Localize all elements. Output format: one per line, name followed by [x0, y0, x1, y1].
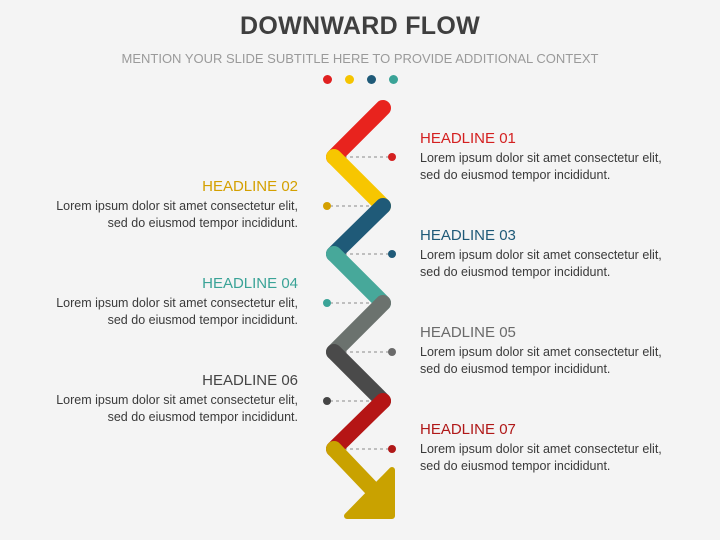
- connector-dot-6: [323, 397, 331, 405]
- step-1: HEADLINE 01 Lorem ipsum dolor sit amet c…: [420, 130, 680, 184]
- zigzag-segment-3: [326, 198, 391, 262]
- connector-lines: [323, 153, 396, 453]
- step-3-text: Lorem ipsum dolor sit amet consectetur e…: [420, 248, 662, 279]
- palette-dots: [323, 75, 403, 85]
- step-6: HEADLINE 06 Lorem ipsum dolor sit amet c…: [38, 372, 298, 426]
- palette-dot-1: [323, 75, 332, 84]
- connector-dot-2: [323, 202, 331, 210]
- slide-subtitle: MENTION YOUR SLIDE SUBTITLE HERE TO PROV…: [121, 51, 599, 66]
- step-1-headline: HEADLINE 01: [420, 130, 516, 147]
- step-5-headline: HEADLINE 05: [420, 324, 516, 341]
- connector-dot-7: [388, 445, 396, 453]
- slide-title: DOWNWARD FLOW: [240, 12, 480, 40]
- step-4-headline: HEADLINE 04: [202, 275, 298, 292]
- down-arrow: [326, 441, 395, 519]
- palette-dot-3: [367, 75, 376, 84]
- step-4: HEADLINE 04 Lorem ipsum dolor sit amet c…: [38, 275, 298, 329]
- step-5: HEADLINE 05 Lorem ipsum dolor sit amet c…: [420, 324, 680, 378]
- step-3-headline: HEADLINE 03: [420, 227, 516, 244]
- zigzag-segment-2: [326, 149, 391, 214]
- arrow-shaft: [326, 441, 383, 500]
- connector-dot-4: [323, 299, 331, 307]
- step-6-text: Lorem ipsum dolor sit amet consectetur e…: [56, 393, 298, 424]
- step-2: HEADLINE 02 Lorem ipsum dolor sit amet c…: [38, 178, 298, 232]
- step-1-text: Lorem ipsum dolor sit amet consectetur e…: [420, 151, 662, 182]
- zigzag-segments: [326, 100, 391, 457]
- connector-dot-5: [388, 348, 396, 356]
- step-2-text: Lorem ipsum dolor sit amet consectetur e…: [56, 199, 298, 230]
- step-3: HEADLINE 03 Lorem ipsum dolor sit amet c…: [420, 227, 680, 281]
- step-2-headline: HEADLINE 02: [202, 178, 298, 195]
- step-5-text: Lorem ipsum dolor sit amet consectetur e…: [420, 345, 662, 376]
- step-7: HEADLINE 07 Lorem ipsum dolor sit amet c…: [420, 421, 680, 475]
- arrow-head: [344, 467, 395, 519]
- connector-dot-3: [388, 250, 396, 258]
- connector-dot-1: [388, 153, 396, 161]
- step-4-text: Lorem ipsum dolor sit amet consectetur e…: [56, 296, 298, 327]
- palette-dot-2: [345, 75, 354, 84]
- zigzag-segment-1: [326, 100, 391, 165]
- step-6-headline: HEADLINE 06: [202, 372, 298, 389]
- zigzag-segment-6: [326, 344, 391, 409]
- zigzag-segment-7: [326, 393, 391, 457]
- step-7-text: Lorem ipsum dolor sit amet consectetur e…: [420, 442, 662, 473]
- palette-dot-4: [389, 75, 398, 84]
- zigzag-segment-5: [326, 295, 391, 360]
- zigzag-segment-4: [326, 246, 391, 311]
- step-7-headline: HEADLINE 07: [420, 421, 516, 438]
